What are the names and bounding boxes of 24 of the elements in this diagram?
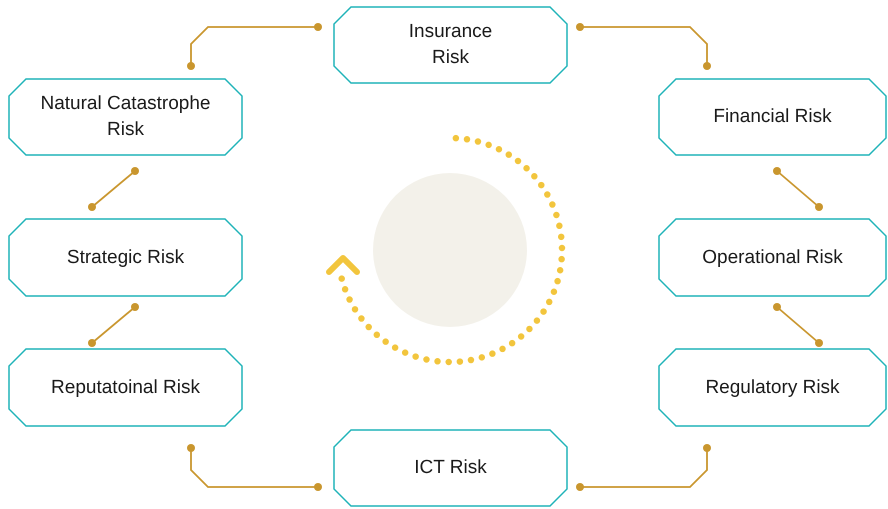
risk-label: ICT Risk [414,456,487,480]
risk-box [658,348,887,427]
connector-line [88,167,139,211]
risk-box [8,348,243,427]
connector-line [187,23,322,70]
risk-label: Regulatory Risk [705,376,840,400]
risk-box [333,429,568,507]
risk-box [8,78,243,156]
risk-label: Financial Risk [713,105,832,129]
connector-line [187,444,322,491]
risk-box [333,6,568,84]
risk-box [8,218,243,297]
risk-box [658,218,887,297]
connector-line [773,167,823,211]
risk-label: Natural Catastrophe Risk [39,92,212,142]
connector-line [88,303,139,347]
connector-line [576,23,711,70]
risk-box [658,78,887,156]
risk-label: Insurance Risk [408,20,494,70]
risk-label: Operational Risk [702,246,843,270]
connector-line [773,303,823,347]
risk-label: Reputatoinal Risk [51,376,200,400]
connector-line [576,444,711,491]
risk-label: Strategic Risk [66,246,184,270]
